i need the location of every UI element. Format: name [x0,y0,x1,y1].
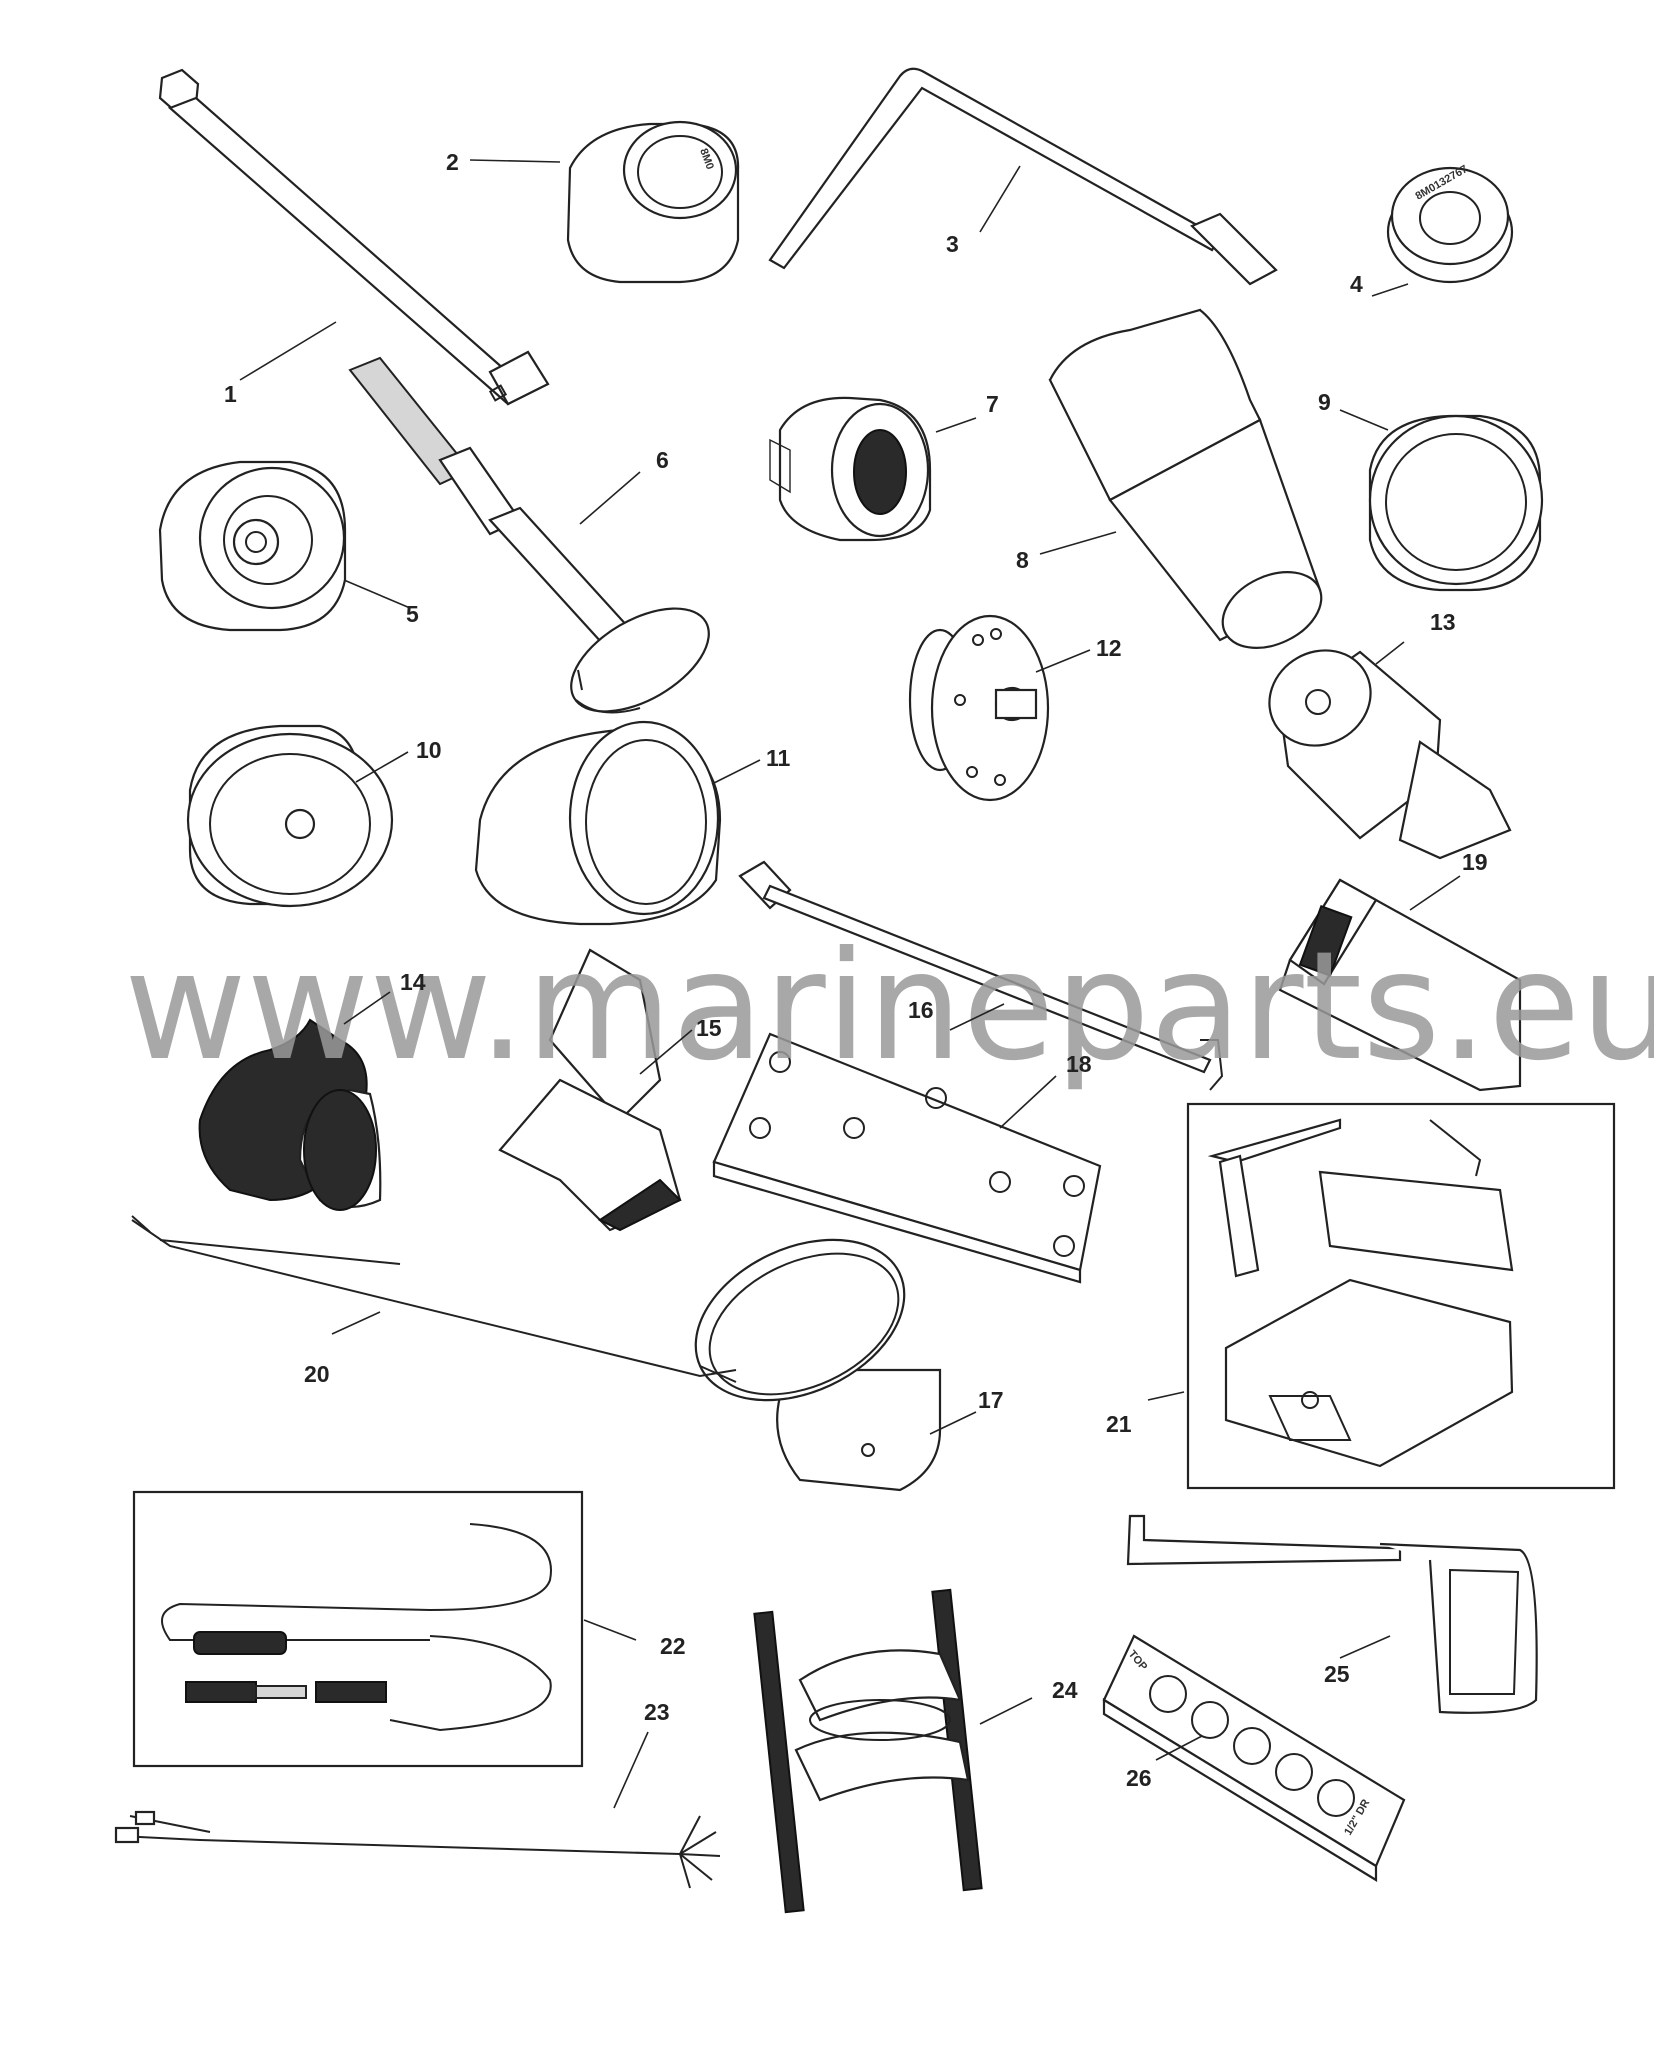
callout-4: 4 [1350,271,1363,297]
callout-16: 16 [908,997,934,1023]
part-14-handwheel [198,1018,382,1211]
part-13-stepped-cylinder [1268,649,1512,860]
callout-3: 3 [946,231,959,257]
part-21-inspection-kit [1186,1102,1616,1490]
callout-22: 22 [660,1633,686,1659]
part-10-cup [186,724,394,908]
part-9-large-ring [1368,414,1544,592]
callout-5: 5 [406,601,419,627]
callout-11: 11 [766,745,791,771]
part-19-spline-block [1278,878,1522,1092]
part-3-l-rod [768,67,1278,286]
callout-24: 24 [1052,1677,1078,1703]
watermark: www.marineparts.eu [124,920,1654,1094]
callout-labels: 1 2 3 4 5 6 7 8 9 10 11 12 13 14 15 16 1… [224,149,1488,1791]
part-11-cylinder-sleeve [474,720,722,926]
callout-9: 9 [1318,389,1331,415]
part-16-slide-hammer [738,860,1224,1091]
callout-6: 6 [656,447,669,473]
callout-19: 19 [1462,849,1488,875]
callout-20: 20 [304,1361,330,1387]
part-22-diagnostic-cable-kit [132,1490,584,1768]
part-6-splined-shaft [348,356,710,714]
part-12-flange-tool [908,614,1050,802]
callout-15: 15 [696,1015,722,1041]
part-20-wire-probe [131,1215,737,1383]
callout-21: 21 [1106,1411,1132,1437]
part-8-bushing-driver [1048,308,1323,649]
part-2-cup-socket: 8M0 [566,120,740,284]
part-17-dome-cap [694,1238,942,1492]
callout-8: 8 [1016,547,1029,573]
callout-25: 25 [1324,1661,1350,1687]
part-15-retainer-tool [498,948,682,1232]
part-26-socket-block: TOP 1/2" DR [1102,1634,1406,1882]
callout-1: 1 [224,381,237,407]
part-5-puller-disc [158,460,347,632]
callout-23: 23 [644,1699,670,1725]
part-24-bearing-separator [753,1588,983,1914]
callout-2: 2 [446,149,459,175]
callout-18: 18 [1066,1051,1092,1077]
part-4-ring: 8M0132767 [1386,163,1514,284]
callout-12: 12 [1096,635,1122,661]
callout-7: 7 [986,391,999,417]
part-7-threaded-sleeve [769,396,932,542]
part-23-harness [114,1810,721,1889]
part-1-socket-bar [158,68,550,406]
part-18-plate [712,1032,1102,1284]
leader-lines [239,159,1461,1809]
callout-17: 17 [978,1387,1004,1413]
part-25-hook-gauge [1126,1514,1538,1714]
callout-10: 10 [416,737,442,763]
callout-14: 14 [400,969,426,995]
callout-26: 26 [1126,1765,1152,1791]
callout-13: 13 [1430,609,1456,635]
